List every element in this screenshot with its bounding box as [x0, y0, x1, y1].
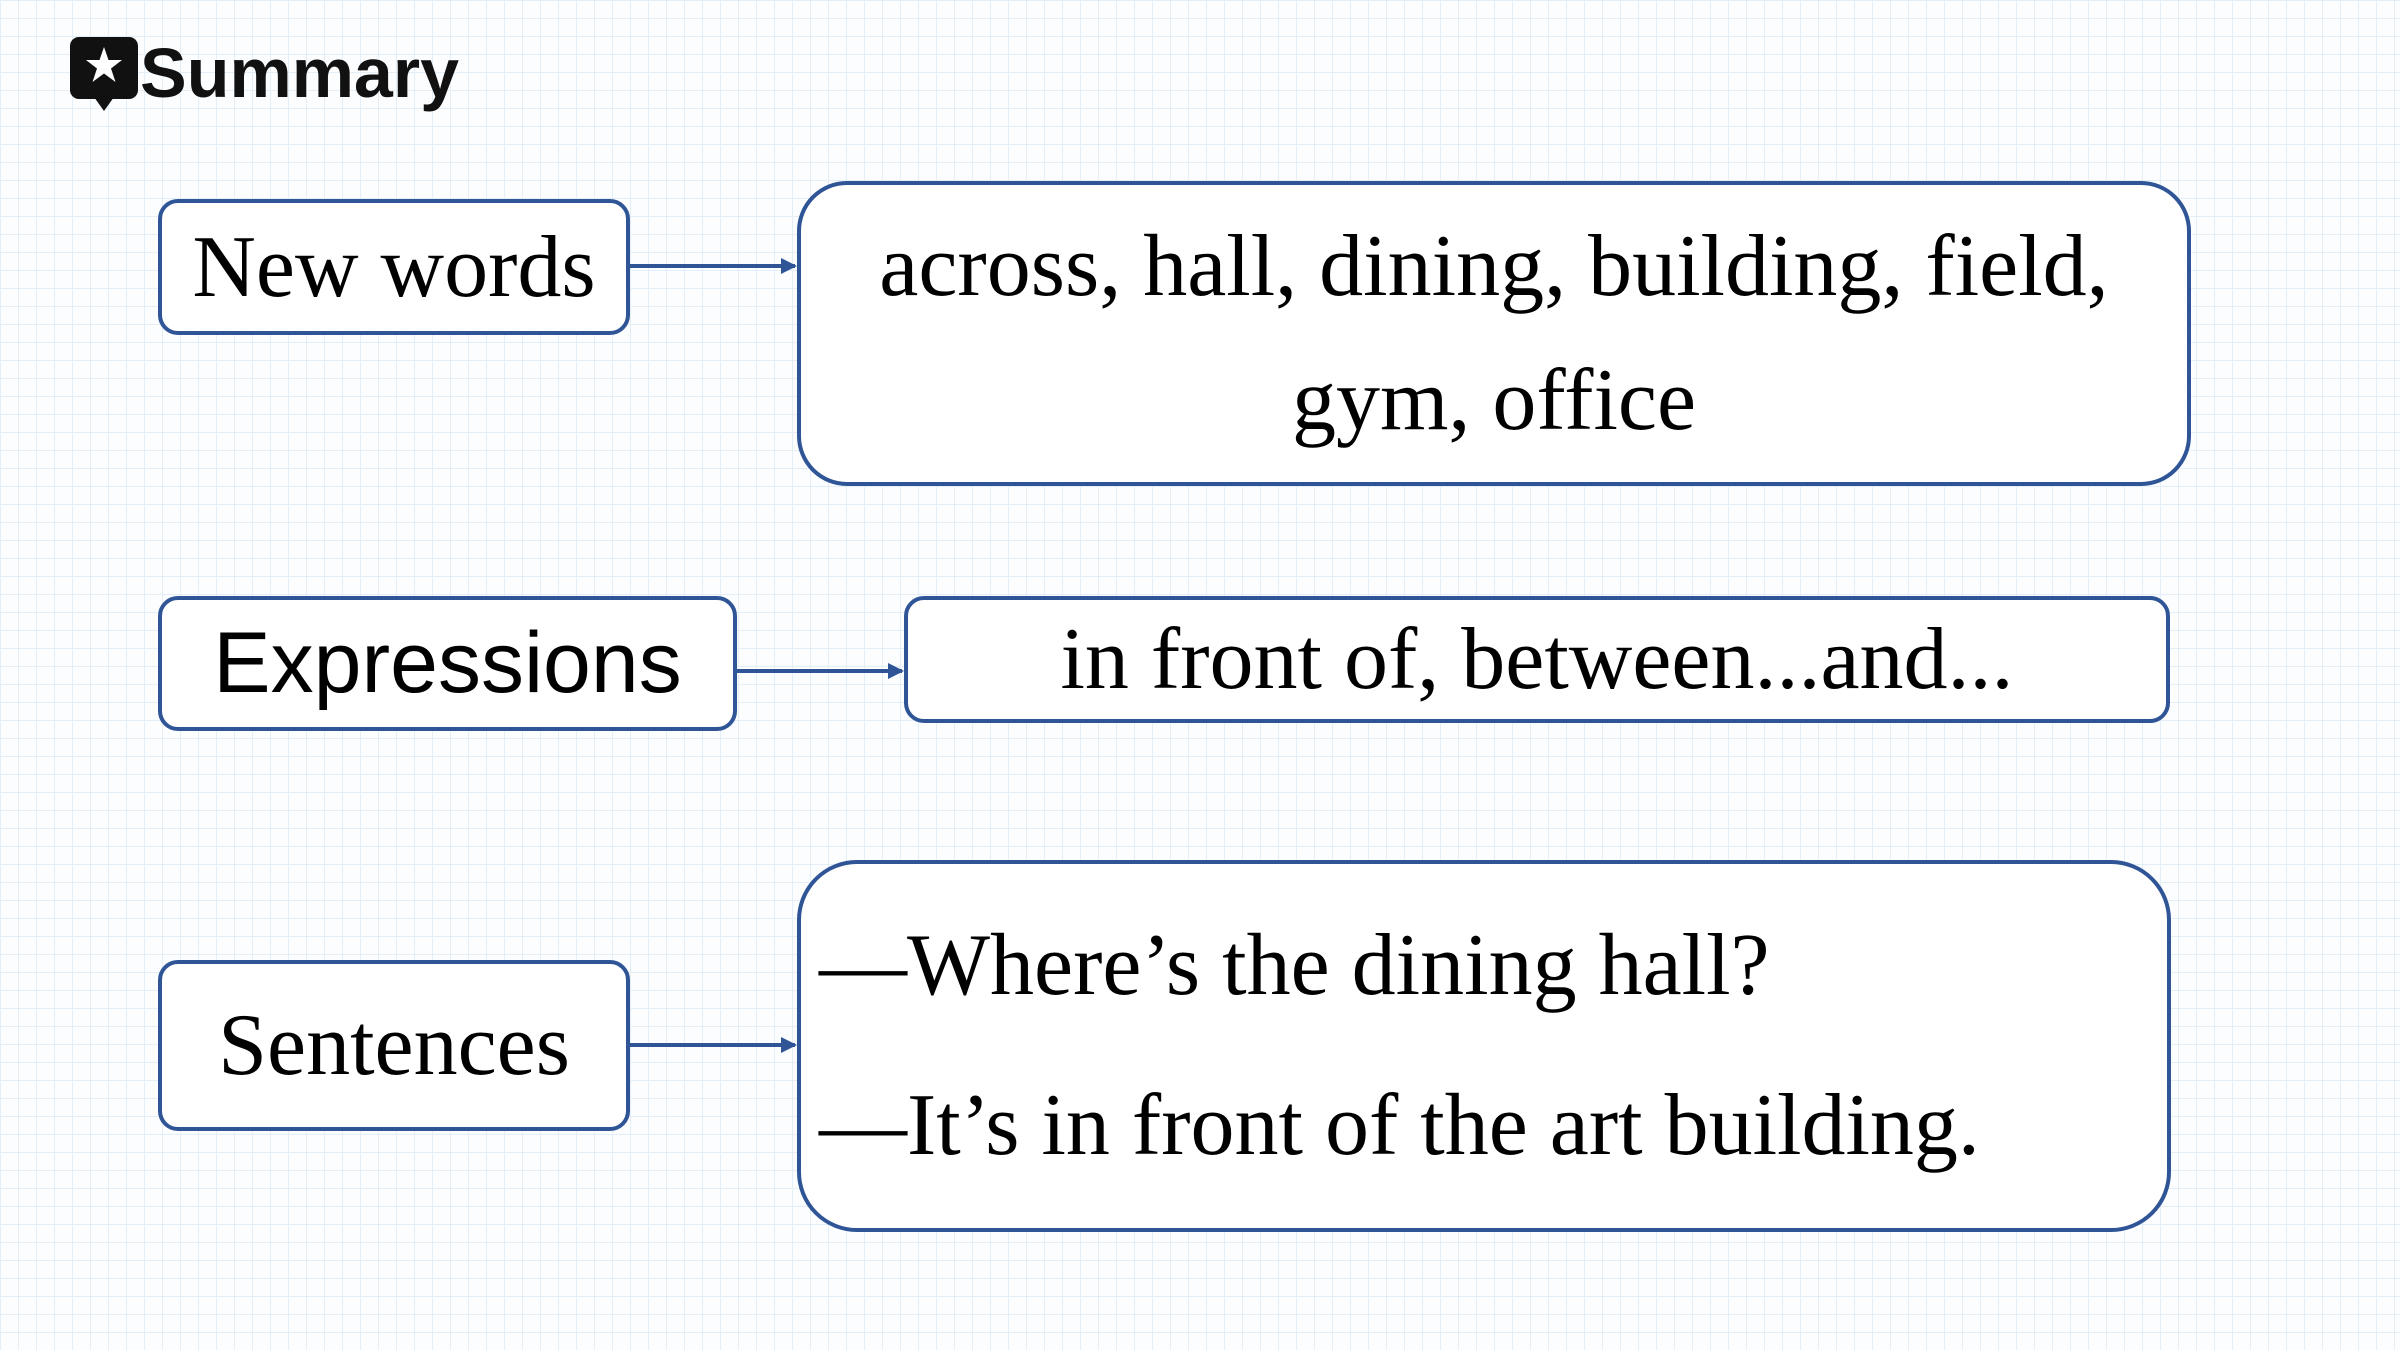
new-words-content: across, hall, dining, building, field, g… — [797, 181, 2191, 486]
sentence-question: —Where’s the dining hall? — [819, 917, 1770, 1014]
label-new-words-text: New words — [192, 218, 596, 316]
sentences-content: —Where’s the dining hall? —It’s in front… — [797, 860, 2171, 1232]
label-sentences: Sentences — [158, 960, 630, 1131]
header: Summary — [68, 28, 459, 118]
label-new-words: New words — [158, 199, 630, 335]
label-expressions: Expressions — [158, 596, 737, 731]
new-words-line-2: gym, office — [1291, 351, 1697, 449]
expressions-line-1: in front of, between...and... — [1060, 611, 2014, 708]
expressions-content: in front of, between...and... — [904, 596, 2170, 723]
page-title: Summary — [140, 34, 460, 112]
label-sentences-text: Sentences — [218, 997, 570, 1094]
label-expressions-text: Expressions — [213, 615, 682, 711]
new-words-line-1: across, hall, dining, building, field, — [879, 217, 2109, 315]
sentence-answer: —It’s in front of the art building. — [819, 1077, 1980, 1174]
star-badge-icon — [70, 37, 138, 111]
